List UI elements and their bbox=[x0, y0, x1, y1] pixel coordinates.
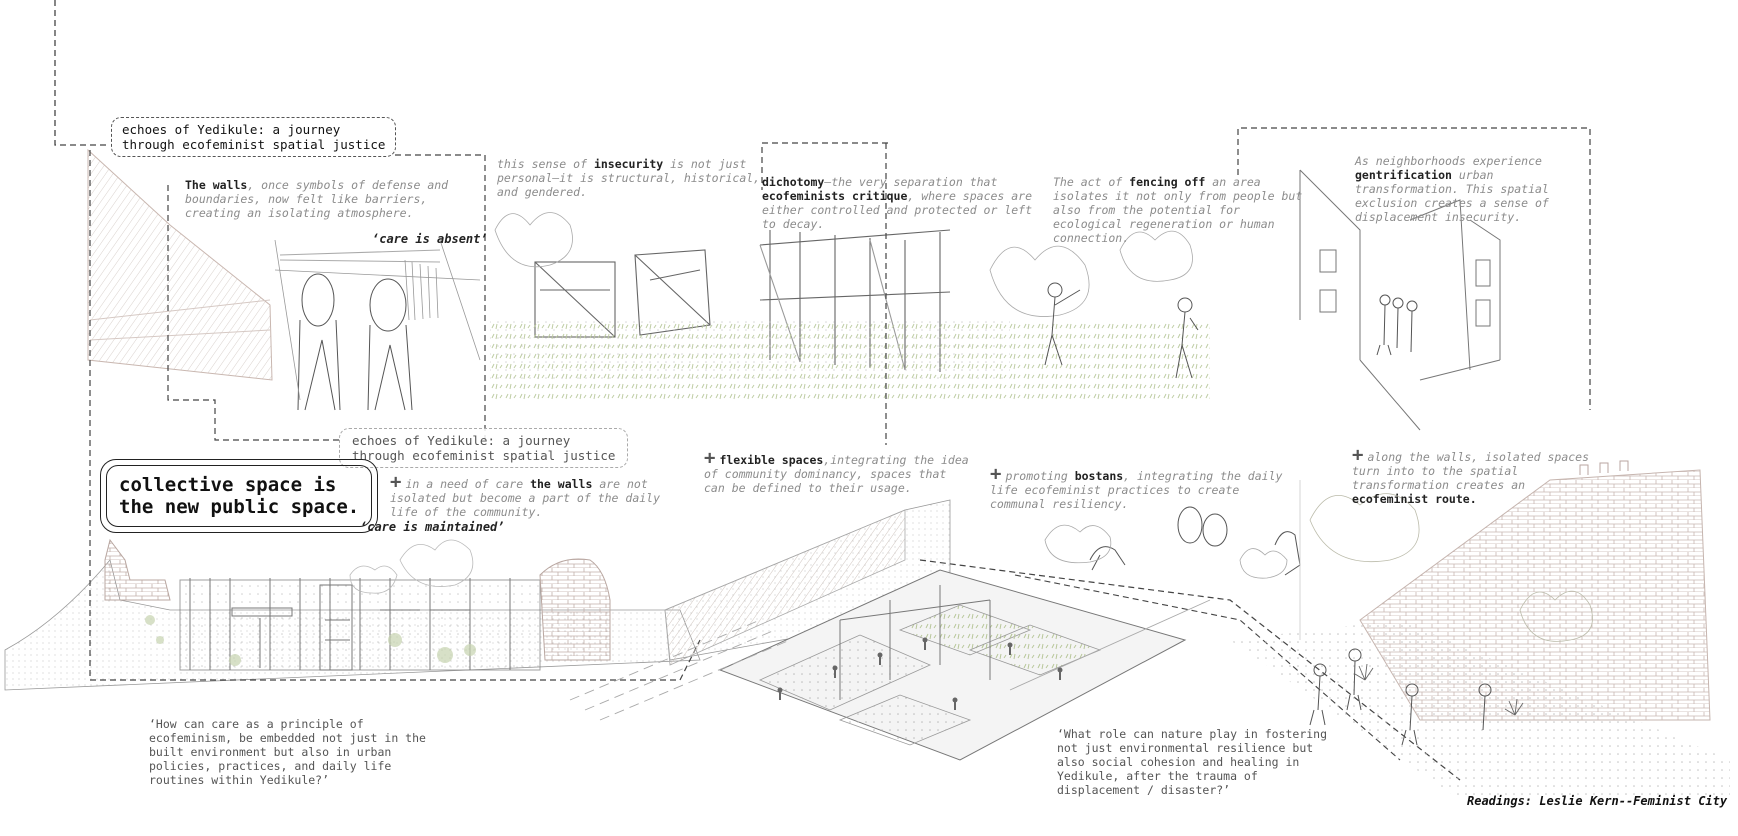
panorama-wall-left bbox=[87, 148, 273, 381]
plus-icon: + bbox=[1352, 444, 1364, 466]
note-walls-care-pre: in a need of care bbox=[405, 477, 531, 491]
note-dichotomy-bold2: ecofeminists critique bbox=[762, 189, 908, 203]
tree-scribbles bbox=[494, 212, 1193, 317]
title-line-1: echoes of Yedikule: a journey bbox=[122, 122, 341, 137]
note-walls-care-bold: the walls bbox=[530, 477, 593, 491]
street-sketch bbox=[274, 239, 481, 401]
note-fencing-text: an area isolates it not only from people… bbox=[1053, 175, 1303, 245]
note-flexible-bold: flexible spaces bbox=[719, 453, 824, 467]
frame-dashed-5 bbox=[1237, 127, 1591, 410]
note-dichotomy-mid: —the very separation that bbox=[824, 175, 998, 189]
plus-icon: + bbox=[990, 463, 1002, 485]
route-people bbox=[1309, 648, 1492, 746]
figures-walking bbox=[279, 249, 441, 411]
frame-dashed-1 bbox=[167, 185, 340, 441]
route-plants bbox=[1354, 663, 1524, 716]
scaffold-structure bbox=[179, 578, 541, 671]
note-flexible-text: ,integrating the idea of community domin… bbox=[704, 453, 969, 495]
note-route: +along the walls, isolated spaces turn i… bbox=[1352, 446, 1592, 507]
figures-at-fence bbox=[1044, 282, 1199, 379]
green-planting-left bbox=[145, 615, 476, 666]
note-gentrification-bold: gentrification bbox=[1355, 168, 1452, 182]
note-walls-text: , once symbols of defense and boundaries… bbox=[185, 178, 449, 220]
title-repeat-line-2: through ecofeminist spatial justice bbox=[352, 448, 616, 463]
note-gentrification-pre: As neighborhoods experience bbox=[1355, 154, 1542, 168]
note-insecurity-pre: this sense of bbox=[497, 157, 594, 171]
note-insecurity: this sense of insecurity is not just per… bbox=[497, 157, 787, 199]
note-fencing: The act of fencing off an area isolates … bbox=[1053, 175, 1303, 245]
note-gentrification-text: urban transformation. This spatial exclu… bbox=[1355, 168, 1549, 224]
route-trees bbox=[1299, 480, 1593, 642]
headline-line-1: collective space is bbox=[119, 474, 337, 496]
ruin-wall-arch bbox=[539, 558, 611, 661]
note-route-pre: along the walls, isolated spaces turn in… bbox=[1352, 450, 1590, 492]
frame-dashed-2 bbox=[365, 154, 486, 440]
note-walls-bold: The walls bbox=[185, 178, 248, 192]
note-bostans-pre: promoting bbox=[1005, 469, 1075, 483]
buildings-right bbox=[1299, 169, 1501, 431]
note-dichotomy-bold: dichotomy bbox=[762, 175, 825, 189]
note-route-bold: ecofeminist route. bbox=[1352, 492, 1477, 506]
route-dashed-line-left bbox=[89, 150, 701, 681]
note-insecurity-bold: insecurity bbox=[593, 157, 664, 171]
figures-street bbox=[1376, 294, 1418, 356]
tag-care-maintained: ‘care is maintained’ bbox=[360, 520, 505, 534]
route-dashed-line-plaza bbox=[919, 559, 1461, 781]
plaza-back-wall bbox=[664, 509, 906, 666]
readings-credit: Readings: Leslie Kern--Feminist City bbox=[1467, 794, 1728, 808]
title-line-2: through ecofeminist spatial justice bbox=[122, 137, 386, 152]
frame-dashed-3 bbox=[761, 142, 888, 190]
note-insecurity-text: is not just personal—it is structural, h… bbox=[497, 157, 761, 199]
title-repeat-line-1: echoes of Yedikule: a journey bbox=[352, 433, 571, 448]
plaza-pergola bbox=[839, 585, 991, 700]
plus-icon: + bbox=[390, 471, 402, 493]
note-bostans-bold: bostans bbox=[1074, 469, 1124, 483]
note-fencing-bold: fencing off bbox=[1129, 175, 1206, 189]
bostan-figures bbox=[1089, 506, 1301, 576]
title-box: echoes of Yedikule: a journey through ec… bbox=[111, 117, 397, 157]
note-bostans: +promoting bostans, integrating the dail… bbox=[990, 465, 1290, 512]
question-care: ‘How can care as a principle of ecofemin… bbox=[149, 717, 426, 787]
tree-canopy-left bbox=[349, 539, 474, 594]
plus-icon: + bbox=[704, 447, 716, 469]
note-walls-care: +in a need of care the walls are not iso… bbox=[390, 473, 690, 520]
note-flexible: +flexible spaces,integrating the idea of… bbox=[704, 449, 974, 496]
tag-care-absent: ‘care is absent’ bbox=[372, 232, 488, 246]
note-gentrification: As neighborhoods experience gentrificati… bbox=[1355, 154, 1570, 224]
isometric-plaza bbox=[569, 499, 1211, 761]
route-dashed-line-top bbox=[54, 0, 110, 146]
headline-inner: collective space is the new public space… bbox=[106, 465, 373, 527]
note-bostans-text: , integrating the daily life ecofeminist… bbox=[990, 469, 1283, 511]
headline-box: collective space is the new public space… bbox=[100, 459, 379, 533]
note-walls: The walls, once symbols of defense and b… bbox=[185, 178, 455, 220]
plaza-people bbox=[777, 637, 1063, 710]
headline-line-2: the new public space. bbox=[119, 496, 360, 518]
question-nature: ‘What role can nature play in fostering … bbox=[1057, 727, 1328, 797]
title-box-repeat: echoes of Yedikule: a journey through ec… bbox=[339, 428, 629, 468]
note-walls-care-text: are not isolated but become a part of th… bbox=[390, 477, 661, 519]
note-fencing-pre: The act of bbox=[1053, 175, 1130, 189]
note-dichotomy-text: , where spaces are either controlled and… bbox=[762, 189, 1033, 231]
note-dichotomy: dichotomy—the very separation that ecofe… bbox=[762, 175, 1034, 231]
bostan-shrubs bbox=[1044, 524, 1288, 579]
ruin-wall-left bbox=[104, 538, 171, 601]
